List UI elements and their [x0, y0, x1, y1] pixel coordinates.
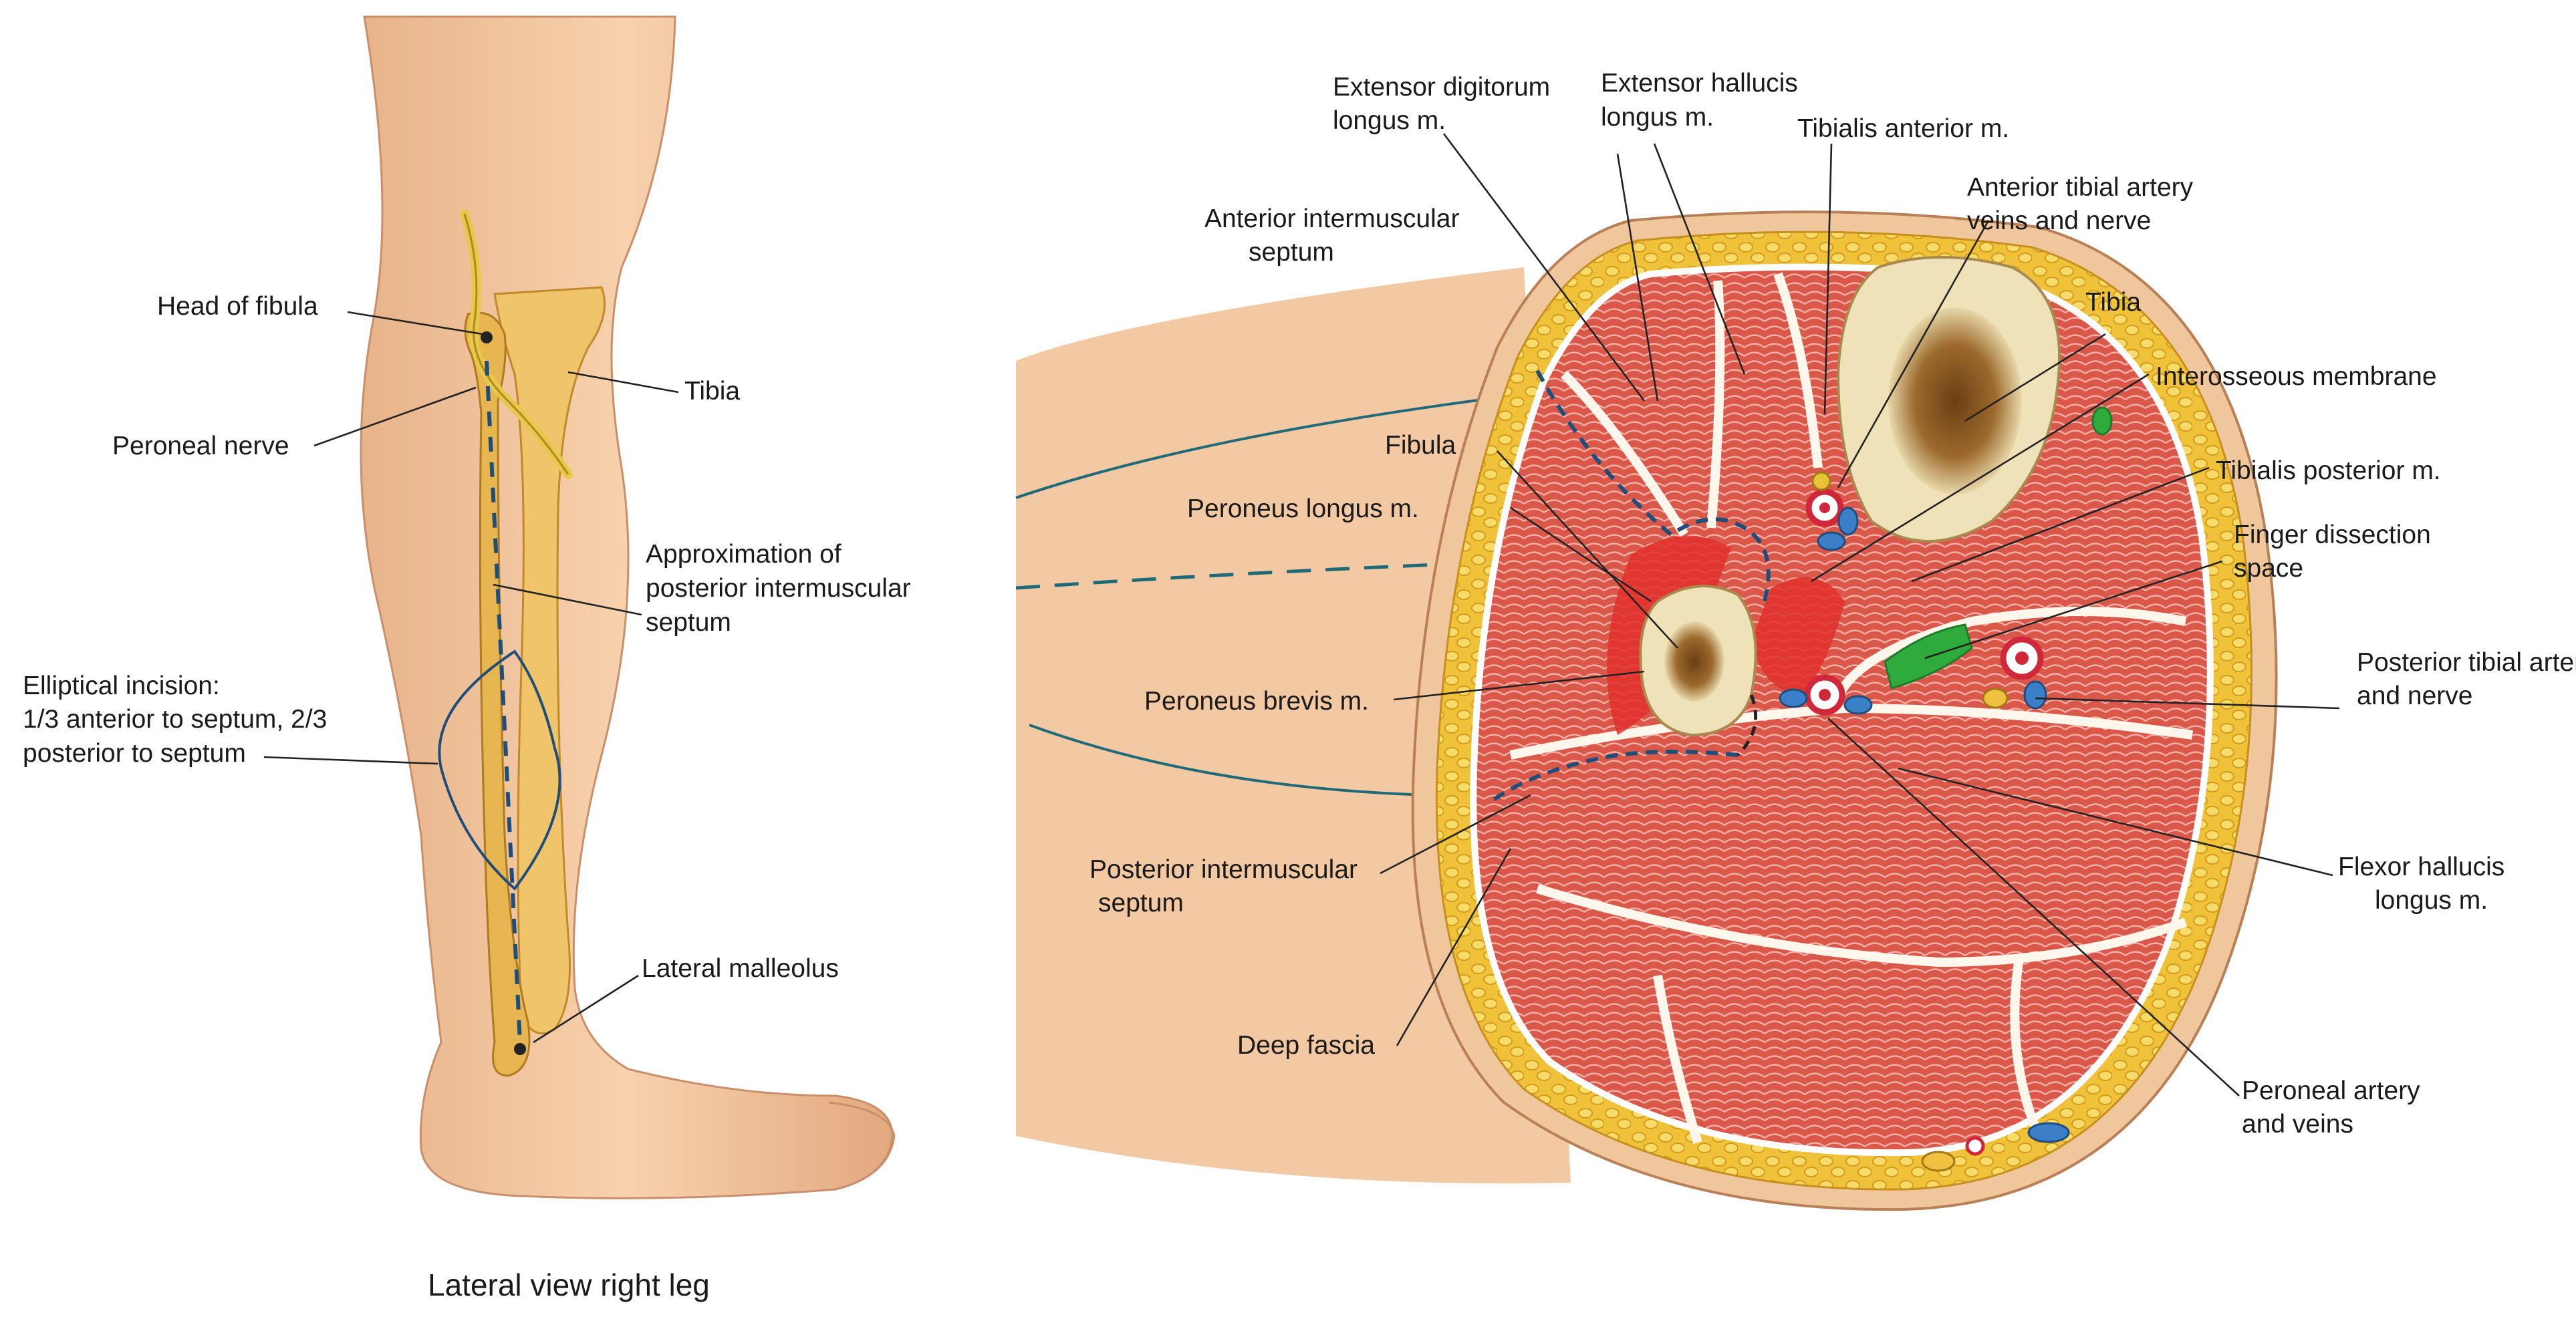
elliptical-incision: [438, 649, 561, 891]
label-ehl-1: Extensor hallucis: [1601, 69, 1798, 98]
figure-caption: Lateral view right leg: [428, 1268, 710, 1302]
superficial-artery: [1965, 1136, 1985, 1156]
cross-section-illustration: Extensor digitorum longus m. Extensor ha…: [1015, 69, 2576, 1211]
label-incision-3: posterior to septum: [23, 739, 246, 768]
peroneal-vessels: [1779, 674, 1873, 716]
label-ehl-2: longus m.: [1601, 103, 1714, 132]
label-post-tibial-1: Posterior tibial artery: [2357, 648, 2576, 677]
label-lateral-malleolus: Lateral malleolus: [642, 954, 839, 983]
label-approx-septum-2: posterior intermuscular: [646, 574, 911, 603]
septum-approximation-line: [485, 360, 522, 1043]
label-edl-2: longus m.: [1333, 106, 1446, 135]
label-tibia-lateral: Tibia: [684, 377, 740, 406]
anterior-tibial-vessels: [1805, 471, 1859, 551]
intermuscular-septa: [1509, 272, 2193, 1145]
label-ant-tibial-1: Anterior tibial artery: [1967, 173, 2194, 202]
label-fhl-2: longus m.: [2375, 886, 2488, 915]
leg-outline: [360, 15, 894, 1199]
label-tibialis-anterior: Tibialis anterior m.: [1797, 114, 2009, 143]
posterior-tibial-vessels: [1982, 636, 2047, 710]
label-fhl-1: Flexor hallucis: [2338, 853, 2504, 881]
label-peroneus-brevis: Peroneus brevis m.: [1144, 687, 1369, 716]
label-tibia-section: Tibia: [2085, 288, 2141, 317]
label-peroneus-longus: Peroneus longus m.: [1187, 494, 1419, 523]
label-edl-1: Extensor digitorum: [1333, 73, 1550, 102]
label-finger-space-1: Finger dissection: [2234, 521, 2431, 549]
label-approx-septum-1: Approximation of: [646, 540, 842, 569]
label-incision-1: Elliptical incision:: [23, 672, 220, 700]
label-ant-septum-2: septum: [1249, 238, 1334, 267]
label-fibula: Fibula: [1385, 431, 1456, 460]
label-peroneal-nerve: Peroneal nerve: [112, 432, 289, 460]
label-peroneal-artery-2: and veins: [2242, 1110, 2353, 1139]
fibula-bone: [464, 311, 531, 1077]
saphenous-green-structure: [2091, 406, 2113, 436]
fibula-marrow: [1664, 621, 1724, 702]
superficial-vein: [2027, 1122, 2070, 1143]
label-post-septum-1: Posterior intermuscular: [1089, 855, 1358, 884]
superficial-nerve: [1921, 1151, 1956, 1172]
lateral-leg-illustration: Head of fibula Peroneal nerve Tibia Appr…: [23, 15, 911, 1302]
toes: [828, 1101, 896, 1191]
label-ant-septum-1: Anterior intermuscular: [1204, 204, 1459, 233]
label-ant-tibial-2: veins and nerve: [1967, 206, 2151, 235]
label-head-of-fibula: Head of fibula: [157, 292, 318, 321]
label-incision-2: 1/3 anterior to septum, 2/3: [23, 705, 327, 734]
label-finger-space-2: space: [2234, 554, 2303, 583]
tibia-marrow: [1888, 307, 2022, 494]
label-interosseous: Interosseous membrane: [2156, 362, 2437, 391]
label-tibialis-posterior: Tibialis posterior m.: [2216, 456, 2441, 485]
tibialis-posterior-highlight: [1751, 577, 1845, 695]
label-peroneal-artery-1: Peroneal artery: [2242, 1076, 2420, 1105]
label-post-tibial-2: and nerve: [2357, 682, 2472, 710]
label-deep-fascia: Deep fascia: [1237, 1031, 1375, 1060]
label-post-septum-2: septum: [1098, 889, 1184, 917]
label-approx-septum-3: septum: [646, 608, 731, 637]
